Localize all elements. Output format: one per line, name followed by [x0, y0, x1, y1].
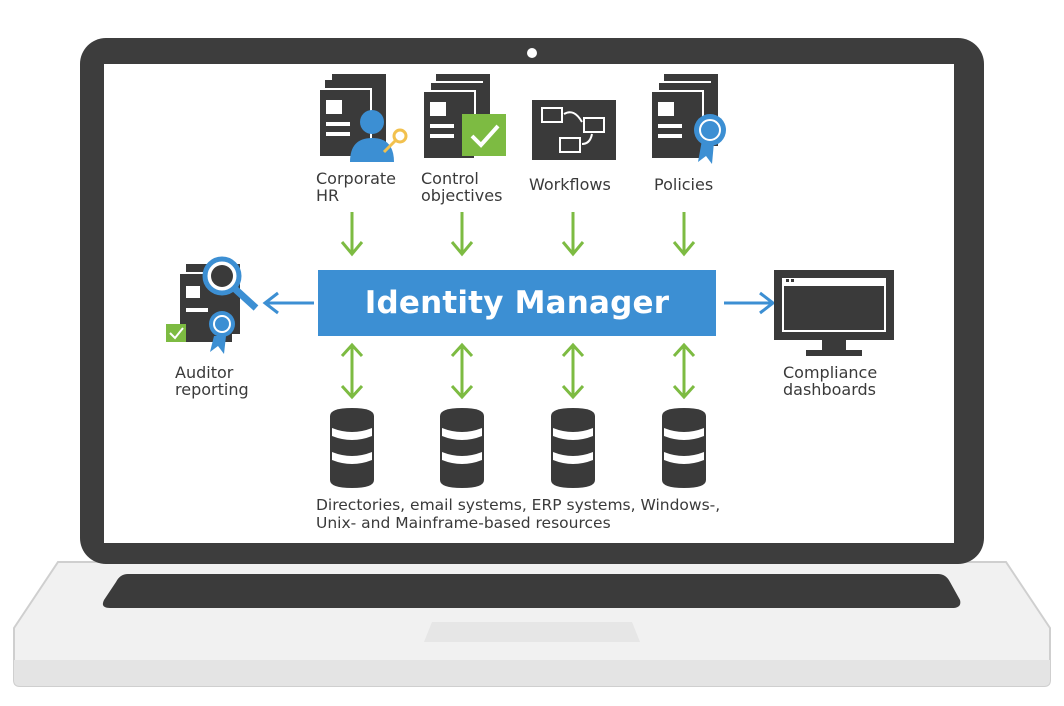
- green-bidirectional-arrows: [340, 342, 696, 400]
- blue-right-arrow: [724, 291, 776, 315]
- source-label-corporate-hr: Corporate HR: [316, 169, 396, 205]
- blue-left-arrow: [262, 291, 314, 315]
- camera-dot: [527, 48, 537, 58]
- arrow-both-2: [450, 342, 474, 400]
- trackpad: [424, 622, 640, 642]
- arrow-both-3: [561, 342, 585, 400]
- database-icon: [440, 408, 484, 488]
- database-icon: [551, 408, 595, 488]
- database-icon: [330, 408, 374, 488]
- arrow-down-2: [450, 212, 474, 257]
- arrow-both-1: [340, 342, 364, 400]
- banner-label: Identity Manager: [364, 285, 670, 321]
- keyboard-slot: [102, 574, 961, 608]
- resources-label: Directories, email systems, ERP systems,…: [316, 496, 721, 532]
- arrow-down-3: [561, 212, 585, 257]
- source-label-workflows: Workflows: [529, 175, 611, 194]
- document-ribbon-icon: [650, 74, 726, 164]
- compliance-dashboards-label: Compliance dashboards: [783, 363, 878, 399]
- green-down-arrows: [340, 212, 696, 257]
- hr-document-key-icon: [318, 74, 408, 162]
- identity-manager-banner: Identity Manager: [318, 270, 716, 336]
- document-checkmark-icon: [422, 74, 506, 158]
- source-label-control-objectives: Control objectives: [421, 169, 503, 205]
- monitor-icon: [774, 270, 894, 356]
- arrow-down-1: [340, 212, 364, 257]
- auditor-reporting-label: Auditor reporting: [175, 363, 249, 399]
- arrow-down-4: [672, 212, 696, 257]
- auditor-magnifier-icon: [166, 256, 259, 354]
- workflow-icon: [532, 100, 616, 160]
- database-icon: [662, 408, 706, 488]
- source-label-policies: Policies: [654, 175, 714, 194]
- arrow-both-4: [672, 342, 696, 400]
- database-icons: [330, 408, 706, 488]
